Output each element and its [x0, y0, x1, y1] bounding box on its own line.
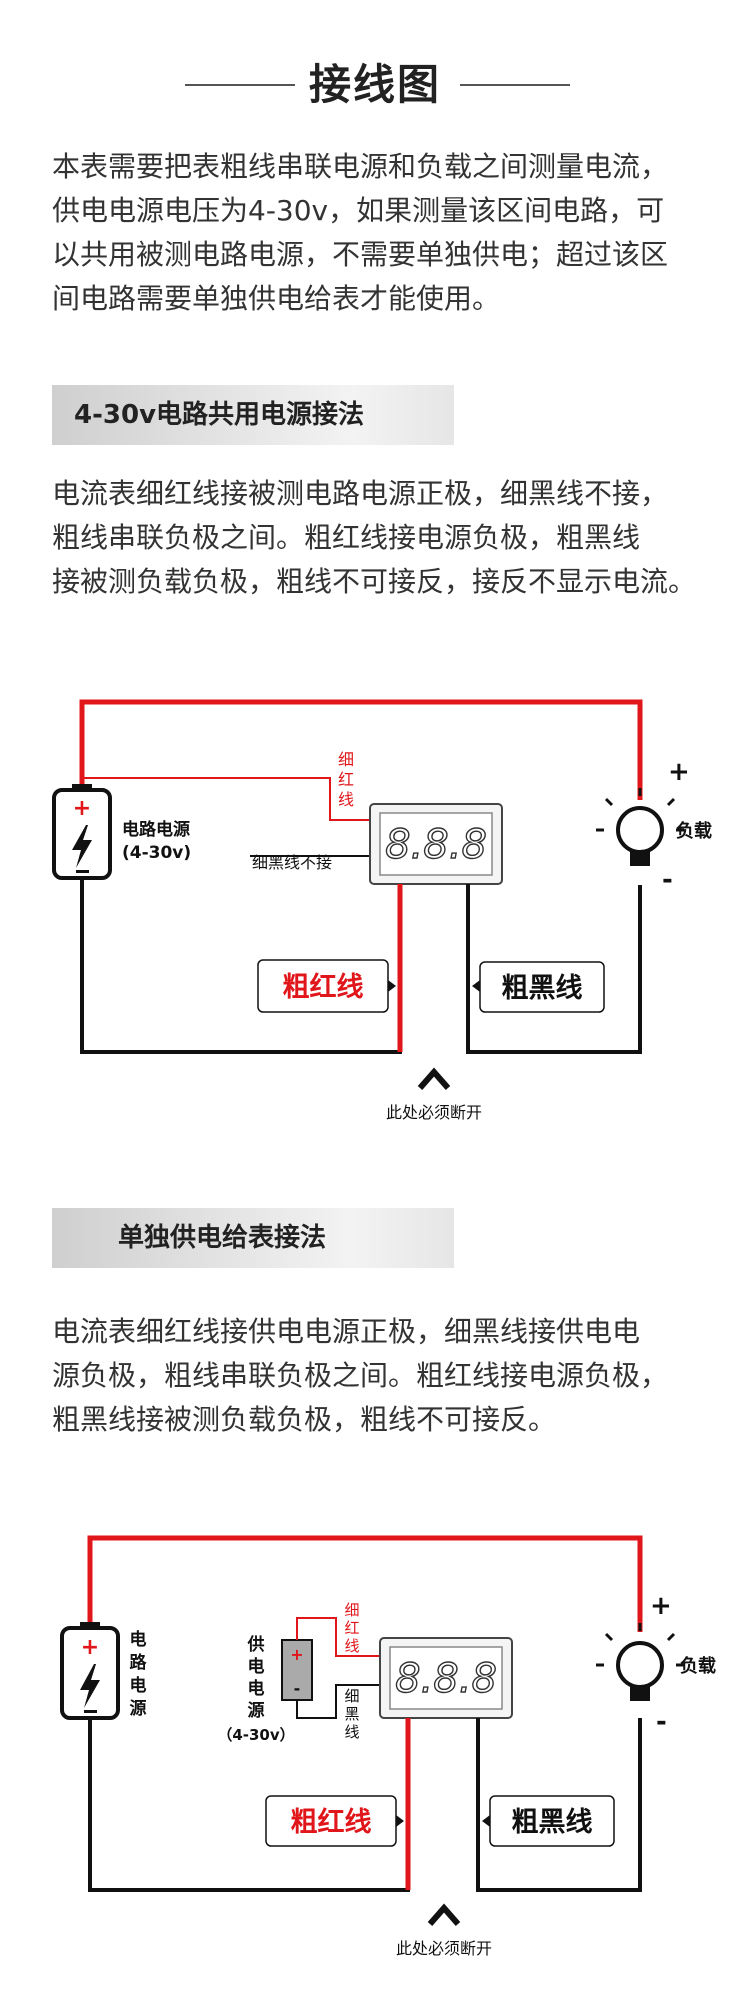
wiring-diagram-1: + 电路电源 (4-30v) 细 红 线 细黑线不接 8.8.8 + - 负载 …	[52, 699, 712, 1122]
thick-red-pointer	[396, 1815, 404, 1827]
thin-red-label-2: 红	[338, 770, 354, 789]
load-minus: -	[662, 865, 673, 895]
source-label-4: 源	[130, 1698, 147, 1719]
supply-label-2: 电	[248, 1656, 265, 1677]
meter-display: 8.8.8	[395, 1656, 497, 1702]
supply-label-1: 供	[247, 1634, 265, 1655]
lightning-icon	[72, 825, 92, 868]
section1-heading: 4-30v电路共用电源接法	[74, 400, 365, 430]
supply-minus: -	[294, 1679, 301, 1698]
break-chevron-icon	[427, 1903, 461, 1926]
battery-minus	[76, 870, 89, 873]
thin-black-label: 细黑线不接	[252, 853, 332, 872]
title-divider-left	[185, 84, 295, 86]
battery-minus	[84, 1710, 97, 1713]
thin-black-wire	[296, 1684, 384, 1719]
thick-black-wire	[476, 1718, 642, 1892]
thin-black-label-1: 细	[344, 1687, 359, 1705]
section2-heading-box: 单独供电给表接法	[52, 1208, 454, 1268]
section1-heading-box: 4-30v电路共用电源接法	[52, 385, 454, 445]
source-label-3: 电	[130, 1675, 147, 1696]
section2-paragraph: 电流表细红线接供电电源正极，细黑线接供电电 源负极，粗线串联负极之间。粗红线接电…	[52, 1310, 732, 1442]
thin-red-label-1: 细	[344, 1601, 359, 1619]
lightning-icon	[80, 1664, 100, 1708]
source-range: (4-30v)	[122, 843, 191, 863]
meter-screen	[389, 1646, 503, 1710]
intro-line: 供电电源电压为4-30v，如果测量该区间电路，可	[52, 194, 665, 227]
thick-black-pointer	[472, 980, 480, 992]
thin-red-label-3: 线	[338, 790, 354, 809]
thick-red-label: 粗红线	[283, 971, 364, 1003]
section1-line: 电流表细红线接被测电路电源正极，细黑线不接，	[52, 477, 669, 510]
section2-line: 源负极，粗线串联负极之间。粗红线接电源负极，	[52, 1359, 669, 1392]
red-wire-top	[79, 699, 643, 800]
thin-red-wire	[296, 1617, 384, 1657]
thick-black-label: 粗黑线	[512, 1807, 593, 1838]
section2-line: 粗黑线接被测负载负极，粗线不可接反。	[52, 1403, 557, 1436]
thin-black-label-3: 线	[344, 1723, 359, 1741]
thin-red-wire	[82, 777, 372, 821]
supply-label-4: 源	[248, 1700, 265, 1721]
thick-black-wire	[466, 884, 642, 1054]
meter-screen	[379, 812, 493, 876]
red-wire-top	[87, 1535, 643, 1632]
break-chevron-icon	[417, 1067, 451, 1090]
meter-display: 8.8.8	[385, 822, 487, 868]
section1-line: 接被测负载负极，粗线不可接反，接反不显示电流。	[52, 565, 697, 598]
section1-line: 粗线串联负极之间。粗红线接电源负极，粗黑线	[52, 521, 641, 554]
thick-red-label: 粗红线	[291, 1806, 372, 1838]
load-plus: +	[650, 1591, 672, 1621]
load-minus: -	[656, 1707, 667, 1737]
thin-black-label-2: 黑	[344, 1705, 359, 1723]
section1-paragraph: 电流表细红线接被测电路电源正极，细黑线不接， 粗线串联负极之间。粗红线接电源负极…	[52, 472, 732, 604]
wiring-diagram-2: + 电 路 电 源 供 电 电 源 （4-30v） + - 细 红 线 细 黑 …	[60, 1535, 716, 1958]
section2-line: 电流表细红线接供电电源正极，细黑线接供电电	[52, 1315, 641, 1348]
section2-heading: 单独供电给表接法	[118, 1223, 327, 1253]
lightbulb-icon	[596, 1623, 684, 1701]
supply-range: （4-30v）	[217, 1726, 294, 1744]
thick-red-pointer	[388, 980, 396, 992]
load-label: 负载	[680, 1655, 716, 1677]
intro-line: 以共用被测电路电源，不需要单独供电；超过该区	[52, 238, 669, 271]
supply-plus: +	[290, 1645, 303, 1664]
load-label: 负载	[676, 820, 712, 842]
intro-line: 间电路需要单独供电给表才能使用。	[52, 282, 501, 315]
break-note: 此处必须断开	[386, 1103, 482, 1122]
title-divider-right	[460, 84, 570, 86]
battery-plus: +	[73, 796, 91, 821]
battery-terminal	[72, 784, 92, 792]
intro-line: 本表需要把表粗线串联电源和负载之间测量电流，	[52, 150, 669, 183]
source-label-2: 路	[130, 1652, 148, 1673]
source-label-1: 电	[130, 1629, 147, 1650]
title-block: 接线图	[0, 55, 750, 115]
intro-paragraph: 本表需要把表粗线串联电源和负载之间测量电流， 供电电源电压为4-30v，如果测量…	[52, 145, 732, 321]
thin-red-label-2: 红	[344, 1619, 359, 1637]
break-note: 此处必须断开	[396, 1939, 492, 1958]
thin-red-label-1: 细	[338, 750, 354, 769]
thick-black-label: 粗黑线	[502, 973, 583, 1004]
battery-plus: +	[81, 1635, 99, 1660]
source-label: 电路电源	[122, 819, 190, 840]
page-title: 接线图	[308, 60, 441, 109]
thin-red-label-3: 线	[344, 1637, 359, 1655]
lightbulb-icon	[596, 788, 684, 866]
thick-black-pointer	[482, 1815, 490, 1827]
load-plus: +	[668, 757, 690, 787]
supply-label-3: 电	[248, 1678, 265, 1699]
battery-terminal	[80, 1622, 100, 1630]
